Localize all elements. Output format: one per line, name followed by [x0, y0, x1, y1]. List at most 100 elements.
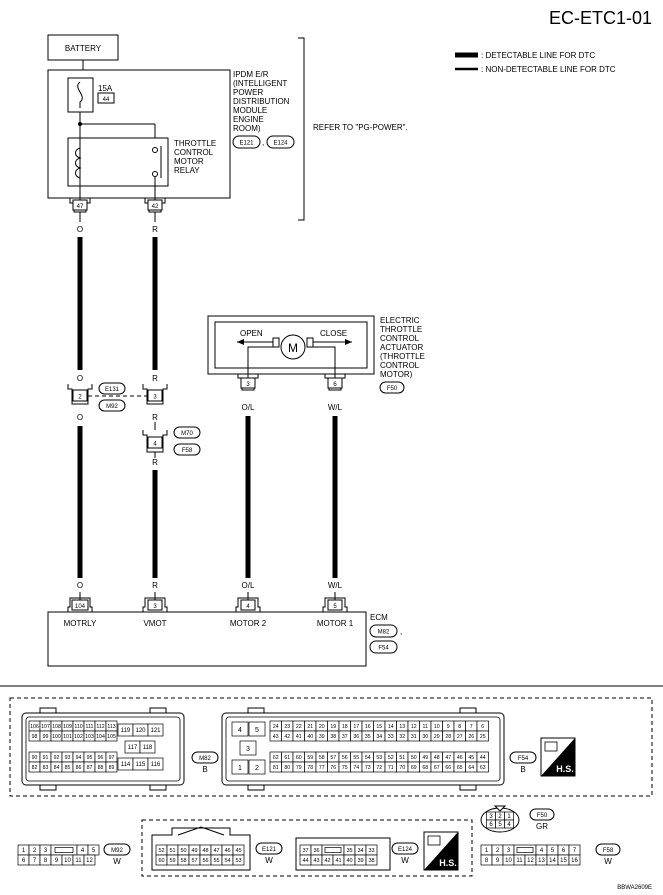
connector-terminal-number: 96 — [98, 755, 104, 761]
wire-label-ol-1: O/L — [242, 403, 255, 412]
connector-terminal-number: 101 — [63, 734, 72, 740]
connector-terminal-number: 11 — [75, 858, 82, 864]
motor-brush-right — [306, 337, 314, 348]
wire-label-o-1: O — [77, 225, 83, 234]
connector-terminal-number: 114 — [121, 762, 131, 768]
connector-view-e124-tag — [391, 842, 419, 855]
connector-terminal-number: 34 — [357, 848, 363, 854]
actuator-wire-3 — [247, 346, 276, 378]
connector-tag-m70 — [173, 426, 201, 439]
open-arrow-icon — [237, 339, 244, 345]
connector-terminal-number: 77 — [319, 765, 325, 771]
connector-terminal-number: 76 — [330, 765, 336, 771]
ecm-terminal-motrly: MOTRLY — [64, 619, 97, 628]
connector-view-e124-label: E124 — [398, 847, 413, 853]
pin-box-ecm3 — [147, 599, 163, 611]
connector-terminal-number: 90 — [32, 755, 38, 761]
connector-terminal-cell — [476, 730, 489, 742]
connector-terminal-number: 95 — [87, 755, 93, 761]
connector-terminal-number: 85 — [65, 765, 71, 771]
actuator-label: ELECTRIC THROTTLE CONTROL ACTUATOR (THRO… — [380, 316, 427, 379]
connector-terminal-number: 41 — [335, 858, 341, 864]
connector-terminal-number: 86 — [76, 765, 82, 771]
connector-terminal-number: 16 — [571, 858, 578, 864]
connector-terminal-number: 12 — [527, 858, 534, 864]
connector-terminal-number: 6 — [22, 858, 26, 864]
connector-terminal-number: 16 — [365, 724, 371, 730]
connector-terminal-number: 8 — [485, 858, 489, 864]
connector-terminal-number: 82 — [32, 765, 38, 771]
connector-terminal-number: 53 — [235, 858, 241, 864]
connector-view-f54-tag — [509, 751, 537, 764]
motor-symbol: M — [288, 341, 298, 355]
ecm-terminal-vmot: VMOT — [143, 619, 166, 628]
connector-terminal-number: 116 — [151, 762, 161, 768]
ecm-pin-104-housing — [67, 597, 93, 612]
connector-terminal-number: 67 — [434, 765, 440, 771]
connector-terminal-cell — [83, 854, 96, 866]
connector-terminal-number: 21 — [307, 724, 313, 730]
connector-terminal-number: 118 — [143, 745, 153, 751]
pin-box-act6 — [327, 377, 343, 389]
connector-terminal-number: 24 — [273, 724, 279, 730]
connector-terminal-number: 20 — [319, 724, 325, 730]
power-bracket — [298, 37, 305, 221]
connector-terminal-number: 47 — [445, 755, 451, 761]
connector-terminal-number: 73 — [365, 765, 371, 771]
connector-terminal-number: 37 — [342, 734, 348, 740]
connector-terminal-number: 9 — [55, 858, 59, 864]
connector-terminal-number: 52 — [158, 848, 164, 854]
connector-terminal-number: 102 — [74, 734, 83, 740]
connector-terminal-number: 49 — [422, 755, 428, 761]
actuator-pin-6-housing — [324, 374, 346, 391]
connector-terminal-number: 38 — [330, 734, 336, 740]
actuator-open-label: OPEN — [240, 329, 263, 338]
connector-e131-label: E131 — [105, 387, 120, 393]
connector-terminal-cell — [504, 819, 514, 829]
connector-terminal-number: 105 — [107, 734, 116, 740]
connector-terminal-number: 28 — [445, 734, 451, 740]
connector-terminal-cell — [248, 759, 266, 775]
connector-terminal-number: 26 — [468, 734, 474, 740]
connector-terminal-number: 119 — [121, 728, 131, 734]
connector-terminal-cell — [105, 761, 118, 773]
connector-terminal-number: 2 — [255, 765, 259, 772]
connector-terminal-cell — [139, 740, 156, 754]
pin-box-jc4 — [147, 436, 163, 449]
connector-terminal-number: 75 — [342, 765, 348, 771]
connector-view-m82-label: M82 — [199, 756, 211, 762]
actuator-close-label: CLOSE — [320, 329, 347, 338]
connector-terminal-number: 36 — [353, 734, 359, 740]
pin-box-47 — [72, 199, 88, 211]
pin-jc4: 4 — [153, 442, 157, 448]
f54-inner — [225, 716, 501, 782]
pin-47: 47 — [77, 204, 84, 210]
connector-terminal-number: 81 — [273, 765, 279, 771]
connector-terminal-number: 22 — [296, 724, 302, 730]
connector-terminal-number: 7 — [573, 848, 577, 854]
fuse-icon — [77, 81, 83, 108]
f54-latch-bottom — [247, 785, 477, 791]
connector-tag-m92 — [98, 399, 126, 412]
connector-terminal-number: 48 — [202, 848, 208, 854]
wire-label-r-2: R — [152, 374, 158, 383]
connector-terminal-number: 2 — [496, 848, 500, 854]
connector-terminal-number: 18 — [342, 724, 348, 730]
connector-terminal-number: 98 — [32, 734, 38, 740]
connector-terminal-number: 112 — [96, 724, 104, 730]
connector-tag-e131 — [98, 382, 126, 395]
connector-terminal-number: 19 — [330, 724, 336, 730]
relay-coil-icon — [75, 147, 82, 179]
connector-terminal-number: 36 — [313, 848, 319, 854]
pin-box-jc3 — [147, 389, 163, 402]
connector-terminal-cell — [568, 854, 581, 866]
connector-terminal-number: 74 — [353, 765, 359, 771]
connector-terminal-number: 9 — [496, 858, 500, 864]
connector-terminal-number: 60 — [158, 858, 164, 864]
connector-terminal-number: 8 — [458, 724, 461, 730]
connector-terminal-number: 14 — [549, 858, 556, 864]
connector-terminal-number: 120 — [135, 728, 146, 734]
connector-terminal-number: 80 — [284, 765, 290, 771]
